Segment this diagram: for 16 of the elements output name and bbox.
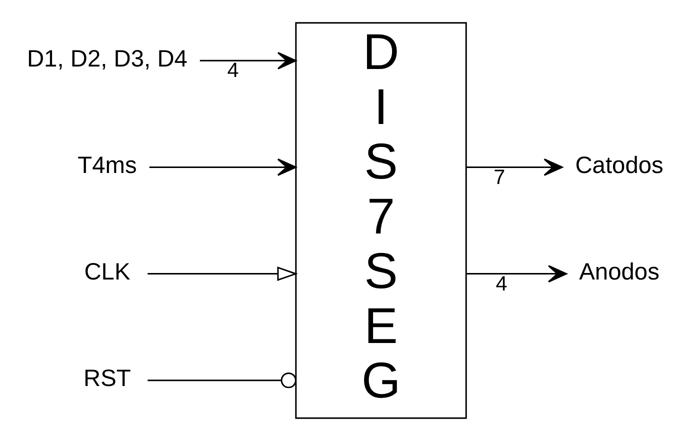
node-text: D1, D2, D3, D4 <box>26 46 188 72</box>
node-box: D I S 7 S E G <box>295 22 467 418</box>
node-text: CLK <box>84 258 130 285</box>
node-text: T4ms <box>78 152 137 178</box>
connector <box>148 372 296 388</box>
arrow <box>466 264 568 282</box>
edge-label: 4 <box>227 58 239 82</box>
node-text: RST <box>84 365 131 392</box>
arrow <box>149 158 296 176</box>
node-text: Catodos <box>575 152 664 178</box>
arrow <box>466 158 563 176</box>
arrow <box>200 51 297 69</box>
edge-label: 7 <box>494 165 506 188</box>
arrow <box>148 266 298 281</box>
node-text: Anodos <box>579 258 660 285</box>
edge-label: 4 <box>496 272 508 295</box>
